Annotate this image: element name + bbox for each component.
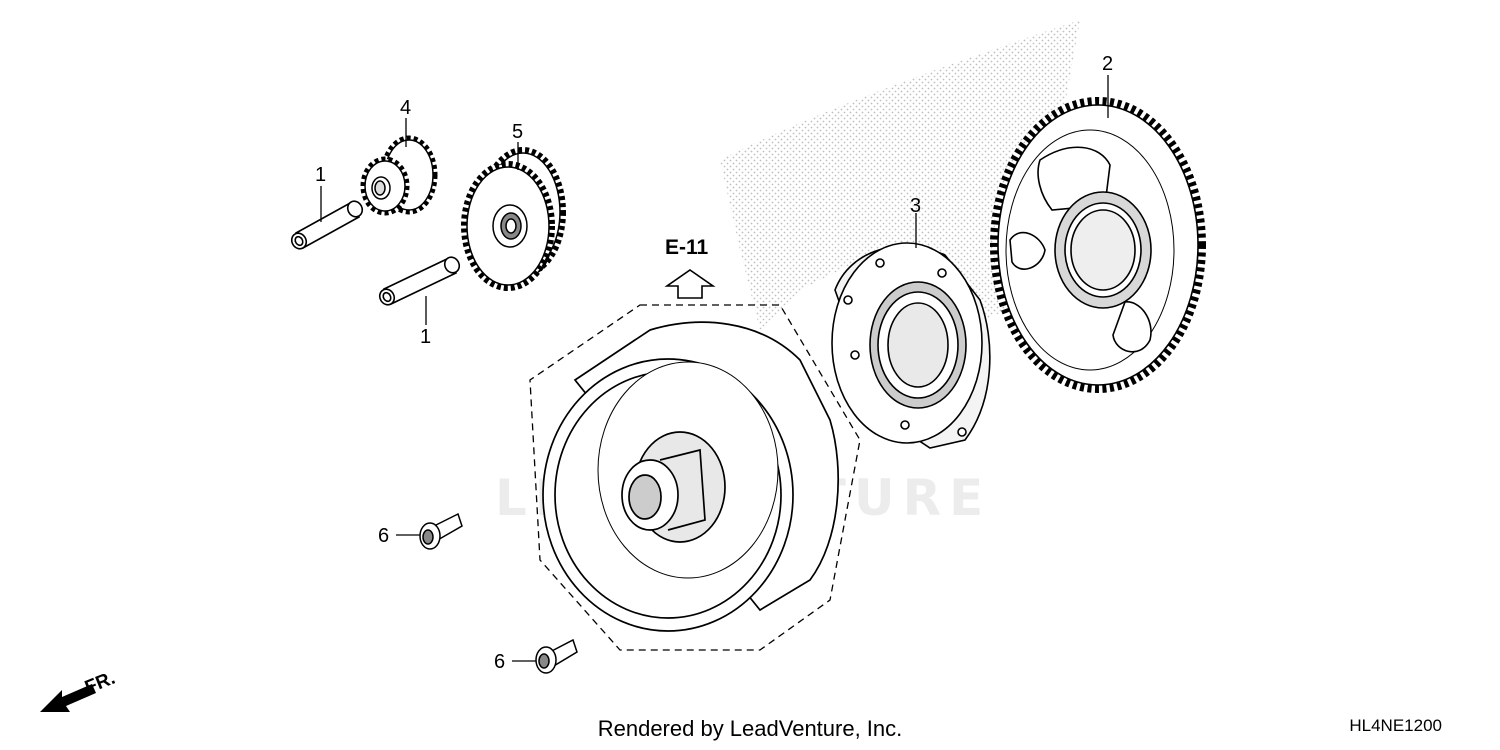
callout-5: 5 xyxy=(512,121,523,143)
assembly-dashed-outline xyxy=(529,304,861,651)
reduction-gear xyxy=(360,135,438,216)
bolt-upper xyxy=(419,512,463,550)
reference-label: E-11 xyxy=(665,236,709,259)
bolt-lower xyxy=(535,638,578,674)
pin-lower xyxy=(378,256,461,306)
reference-arrow-icon xyxy=(664,269,716,299)
shading-region xyxy=(720,20,1080,330)
starter-driven-gear xyxy=(990,97,1206,393)
leader-lines xyxy=(320,75,1109,662)
idle-gear xyxy=(461,147,566,291)
callout-1-upper: 1 xyxy=(315,164,326,186)
render-credit: Rendered by LeadVenture, Inc. xyxy=(597,716,903,741)
callout-2: 2 xyxy=(1102,53,1113,75)
flywheel-rotor xyxy=(542,321,840,632)
callout-6-lower: 6 xyxy=(494,651,505,673)
callout-1-lower: 1 xyxy=(420,326,431,348)
front-direction-indicator: FR. xyxy=(40,668,118,712)
front-arrow-icon xyxy=(40,684,96,712)
callout-6-upper: 6 xyxy=(378,525,389,547)
front-direction-label: FR. xyxy=(82,668,118,699)
callout-4: 4 xyxy=(400,97,411,119)
callout-3: 3 xyxy=(910,195,921,217)
pin-upper xyxy=(290,200,364,250)
diagram-code: HL4NE1200 xyxy=(1349,716,1442,735)
one-way-clutch xyxy=(831,242,991,449)
